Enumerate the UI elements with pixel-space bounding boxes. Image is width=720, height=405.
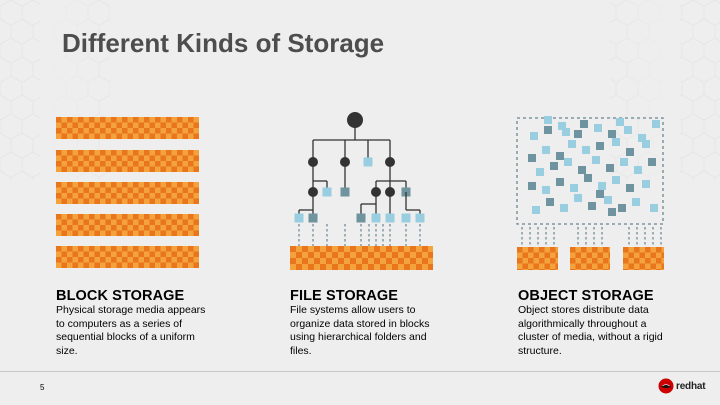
file-node: [401, 213, 411, 223]
file-storage-heading: FILE STORAGE: [290, 288, 399, 304]
object-storage-description: Object stores distribute data algorithmi…: [518, 304, 663, 357]
object-media-block: [570, 247, 610, 270]
object-node: [594, 124, 602, 132]
object-node: [574, 130, 582, 138]
folder-node: [347, 112, 363, 128]
object-node: [530, 132, 538, 140]
object-node: [624, 126, 632, 134]
object-node: [578, 166, 586, 174]
block-storage-illustration: [56, 117, 199, 268]
object-node: [608, 130, 616, 138]
object-node: [608, 208, 616, 216]
object-node: [632, 198, 640, 206]
object-node: [626, 184, 634, 192]
object-node: [584, 174, 592, 182]
file-storage-illustration: [290, 112, 433, 270]
object-node: [642, 180, 650, 188]
object-node: [582, 146, 590, 154]
object-node: [616, 118, 624, 126]
object-node: [536, 168, 544, 176]
file-node: [322, 187, 332, 197]
object-node: [592, 156, 600, 164]
object-node: [550, 162, 558, 170]
object-node: [596, 190, 604, 198]
object-node: [560, 204, 568, 212]
file-node: [340, 187, 350, 197]
object-node: [546, 198, 554, 206]
block-strip: [56, 214, 199, 236]
slide-title: Different Kinds of Storage: [62, 28, 385, 58]
object-node: [652, 120, 660, 128]
object-node: [532, 206, 540, 214]
logo-text: redhat: [676, 380, 706, 392]
object-node: [574, 194, 582, 202]
object-node: [542, 186, 550, 194]
file-block-strip: [290, 246, 433, 270]
block-strip: [56, 246, 199, 268]
object-node: [568, 140, 576, 148]
block-strip: [56, 150, 199, 172]
object-node: [544, 116, 552, 124]
object-node: [556, 152, 564, 160]
object-node: [588, 202, 596, 210]
object-node: [634, 166, 642, 174]
file-node: [371, 213, 381, 223]
object-node: [528, 182, 536, 190]
file-node: [415, 213, 425, 223]
object-node: [648, 158, 656, 166]
object-node: [638, 134, 646, 142]
object-node: [650, 204, 658, 212]
object-node: [612, 176, 620, 184]
object-node: [564, 158, 572, 166]
object-node: [542, 146, 550, 154]
object-node: [556, 178, 564, 186]
object-node: [570, 184, 578, 192]
object-node: [544, 126, 552, 134]
file-node: [363, 157, 373, 167]
block-strip: [56, 117, 199, 139]
object-node: [528, 154, 536, 162]
file-node: [385, 213, 395, 223]
redhat-logo-icon: [658, 378, 674, 394]
file-node: [356, 213, 366, 223]
object-node: [562, 128, 570, 136]
file-node: [294, 213, 304, 223]
object-node: [606, 164, 614, 172]
redhat-logo: redhat: [658, 378, 706, 394]
object-media-block: [623, 247, 664, 270]
object-node: [642, 140, 650, 148]
page-number: 5: [40, 383, 45, 392]
footer-divider: [0, 371, 720, 372]
object-node: [558, 122, 566, 130]
object-storage-heading: OBJECT STORAGE: [518, 288, 654, 304]
block-strip: [56, 182, 199, 204]
object-node: [626, 148, 634, 156]
object-node: [596, 142, 604, 150]
file-storage-description: File systems allow users to organize dat…: [290, 304, 430, 357]
object-node: [580, 120, 588, 128]
object-media-block: [517, 247, 558, 270]
object-storage-illustration: [516, 116, 664, 270]
object-pool-border: [516, 117, 664, 225]
object-node: [620, 158, 628, 166]
block-storage-description: Physical storage media appears to comput…: [56, 304, 206, 357]
file-node: [308, 213, 318, 223]
object-node: [604, 196, 612, 204]
object-node: [612, 138, 620, 146]
object-node: [598, 182, 606, 190]
block-storage-heading: BLOCK STORAGE: [56, 288, 185, 304]
object-node: [618, 204, 626, 212]
